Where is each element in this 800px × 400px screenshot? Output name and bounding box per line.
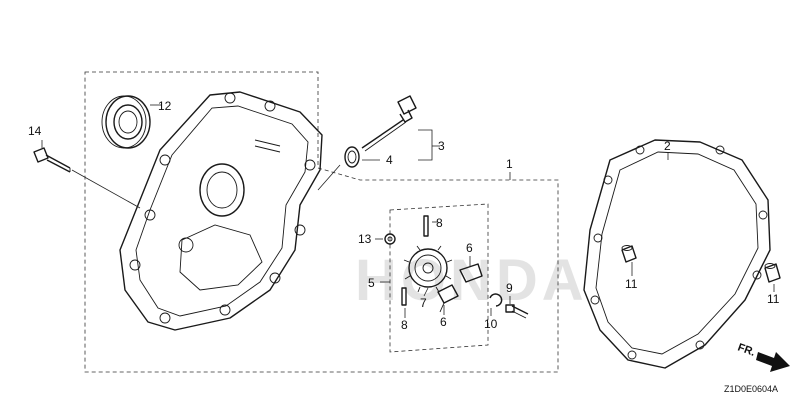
holder-pin-lower <box>401 287 407 306</box>
callout-14: 14 <box>28 124 42 138</box>
leader-lines <box>41 104 775 318</box>
callout-11b: 11 <box>767 292 780 306</box>
front-indicator: FR. <box>736 342 790 372</box>
flange-bolt <box>33 147 141 209</box>
diagram-code: Z1D0E0604A <box>724 384 778 394</box>
front-arrow-icon <box>756 352 790 372</box>
callout-8a: 8 <box>436 216 443 230</box>
callout-12: 12 <box>158 99 172 113</box>
callout-3: 3 <box>438 139 445 153</box>
o-ring <box>344 146 360 168</box>
callout-11a: 11 <box>625 277 638 291</box>
dipstick-lead <box>317 164 341 191</box>
holder-pin-upper <box>423 215 429 237</box>
governor-gear <box>403 245 453 293</box>
circlip <box>489 293 503 307</box>
dowel-pin-outer <box>764 263 781 283</box>
washer <box>384 233 396 245</box>
callout-13: 13 <box>358 232 372 246</box>
callout-4: 4 <box>386 153 393 167</box>
gasket <box>583 139 771 369</box>
callout-6a: 6 <box>466 241 473 255</box>
callout-9: 9 <box>506 281 513 295</box>
governor-group-boundary <box>389 203 489 353</box>
crankcase-cover <box>119 91 323 331</box>
oil-seal <box>101 95 151 149</box>
dowel-pin-inner <box>621 245 637 263</box>
callout-7: 7 <box>420 296 427 310</box>
oil-dipstick <box>361 95 417 152</box>
callout-6b: 6 <box>440 315 447 329</box>
front-label: FR. <box>736 342 757 359</box>
callout-10: 10 <box>484 317 498 331</box>
callout-8b: 8 <box>401 318 408 332</box>
governor-holder <box>459 263 483 283</box>
callout-5: 5 <box>368 276 375 290</box>
callout-2: 2 <box>664 139 671 153</box>
governor-slider <box>437 284 459 313</box>
assembly-boundary <box>84 71 559 373</box>
governor-shaft <box>505 304 529 319</box>
callout-1: 1 <box>506 157 513 171</box>
